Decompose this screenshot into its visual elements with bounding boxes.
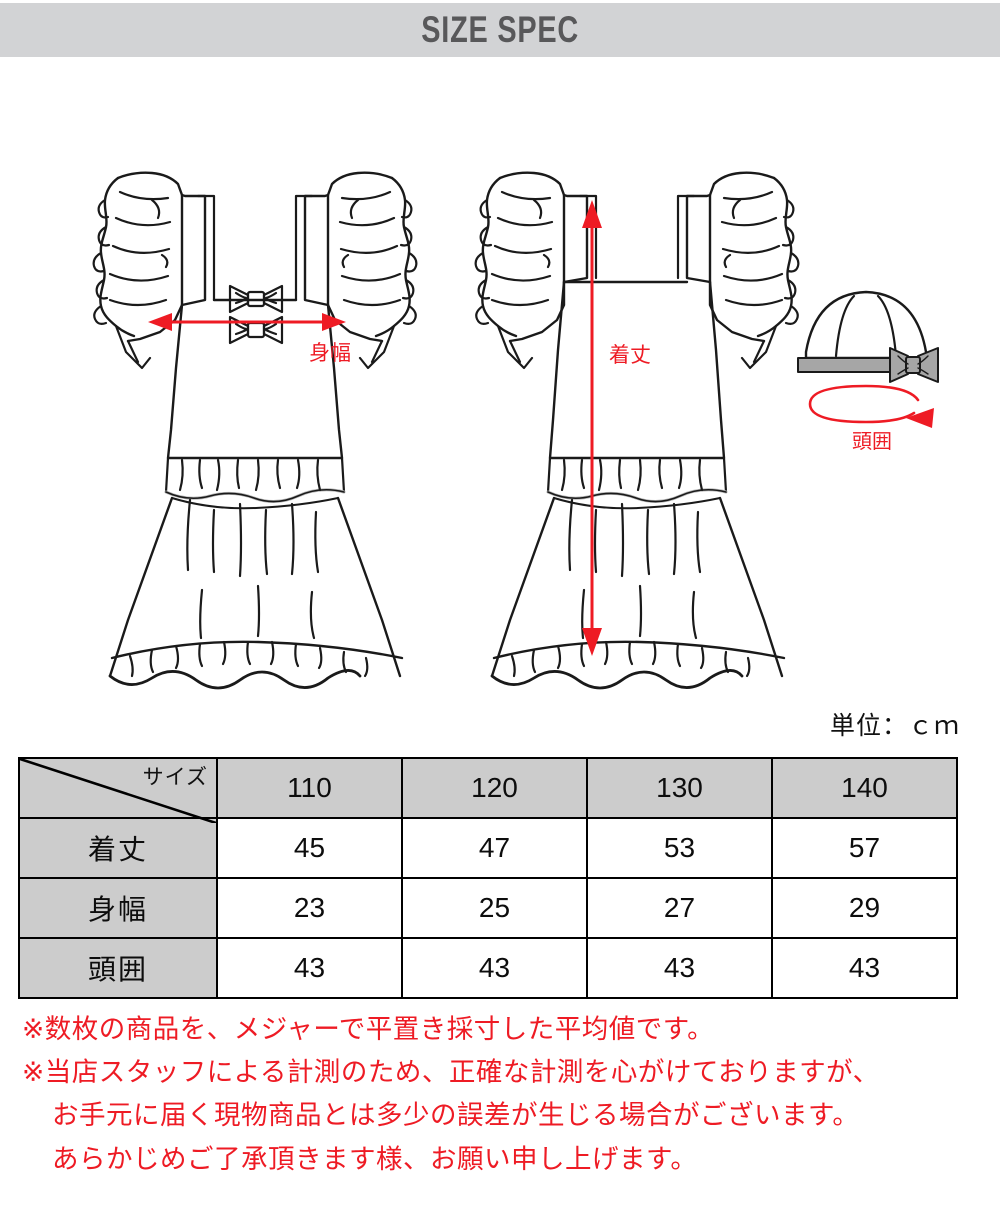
disclaimer-notes: ※数枚の商品を、メジャーで平置き採寸した平均値です。 ※当店スタッフによる計測の… (22, 1008, 982, 1181)
size-spec-table: サイズ 110 120 130 140 着丈 45 47 53 57 身幅 23… (18, 757, 958, 999)
front-dress-illustration (92, 171, 418, 690)
corner-label: サイズ (142, 766, 208, 789)
head-circumference-label: 頭囲 (852, 431, 892, 453)
garment-diagram-svg: 身幅 着丈 頭囲 (92, 171, 939, 690)
cell-length-120: 47 (401, 817, 588, 879)
measurement-annotations (148, 200, 934, 656)
note-line-3: お手元に届く現物商品とは多少の誤差が生じる場合がございます。 (52, 1100, 860, 1131)
table-header-row: サイズ 110 120 130 140 (18, 757, 958, 823)
cell-head-130: 43 (586, 937, 773, 999)
cell-head-140: 43 (771, 937, 958, 999)
note-line-1: ※数枚の商品を、メジャーで平置き採寸した平均値です。 (22, 1014, 715, 1044)
diagonal-divider-icon (20, 759, 216, 823)
table-row: 頭囲 43 43 43 43 (18, 937, 958, 999)
row-header-length: 着丈 (18, 817, 218, 879)
head-circumference-arrow (808, 384, 934, 428)
page-title: SIZE SPEC (421, 9, 579, 50)
cell-head-110: 43 (216, 937, 403, 999)
bow-upper (228, 284, 284, 314)
cell-width-130: 27 (586, 877, 773, 939)
title-bar: SIZE SPEC (0, 3, 1000, 57)
hat-illustration (797, 290, 939, 383)
body-width-arrow (148, 313, 346, 331)
garment-length-arrow (582, 200, 602, 656)
cell-length-110: 45 (216, 817, 403, 879)
column-header-130: 130 (586, 757, 773, 819)
back-dress-illustration (474, 171, 800, 690)
row-header-head: 頭囲 (18, 937, 218, 999)
column-header-110: 110 (216, 757, 403, 819)
size-spec-table-wrapper: サイズ 110 120 130 140 着丈 45 47 53 57 身幅 23… (18, 757, 958, 999)
cell-length-140: 57 (771, 817, 958, 879)
garment-length-label: 着丈 (609, 344, 651, 367)
cell-width-120: 25 (401, 877, 588, 939)
cell-head-120: 43 (401, 937, 588, 999)
column-header-120: 120 (401, 757, 588, 819)
cell-width-110: 23 (216, 877, 403, 939)
body-width-label: 身幅 (309, 342, 351, 365)
column-header-140: 140 (771, 757, 958, 819)
table-row: 着丈 45 47 53 57 (18, 817, 958, 879)
garment-illustration-area: 身幅 着丈 頭囲 (0, 100, 1000, 690)
table-row: 身幅 23 25 27 29 (18, 877, 958, 939)
unit-note: 単位：ｃｍ (829, 712, 960, 740)
note-line-2: ※当店スタッフによる計測のため、正確な計測を心がけておりますが、 (22, 1057, 880, 1088)
row-header-width: 身幅 (18, 877, 218, 939)
cell-width-140: 29 (771, 877, 958, 939)
table-corner-cell: サイズ (18, 757, 218, 823)
note-line-4: あらかじめご了承頂きます様、お願い申し上げます。 (52, 1143, 698, 1174)
cell-length-130: 53 (586, 817, 773, 879)
